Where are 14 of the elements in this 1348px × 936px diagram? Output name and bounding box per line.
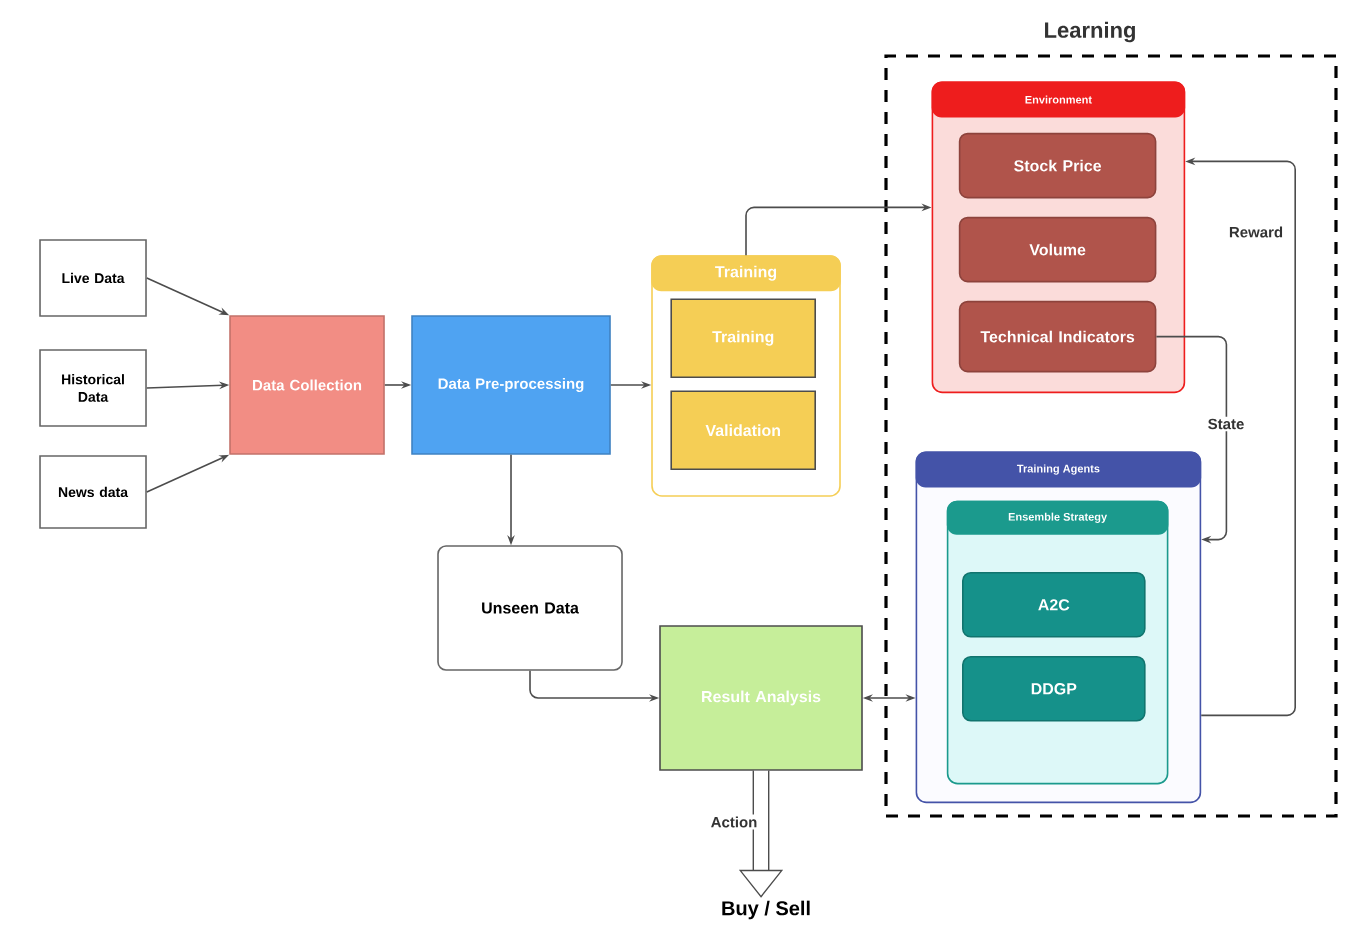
feature-box: Technical Indicators	[958, 300, 1157, 373]
output-label: Buy / Sell	[722, 900, 810, 920]
feature-box: Stock Price	[958, 132, 1157, 199]
model-box: DDGP	[962, 656, 1146, 722]
feature-box: Volume	[958, 216, 1157, 283]
process-box: Training	[670, 298, 816, 378]
arrow	[1155, 335, 1228, 544]
dashed-container	[884, 21, 1338, 818]
panel-header: Training	[651, 255, 841, 292]
container-heading: Learning	[1045, 21, 1135, 43]
process-box: Result Analysis	[659, 625, 863, 771]
model-box: A2C	[962, 572, 1146, 638]
process-box: Validation	[670, 390, 816, 470]
data-box: Unseen Data	[437, 545, 623, 671]
